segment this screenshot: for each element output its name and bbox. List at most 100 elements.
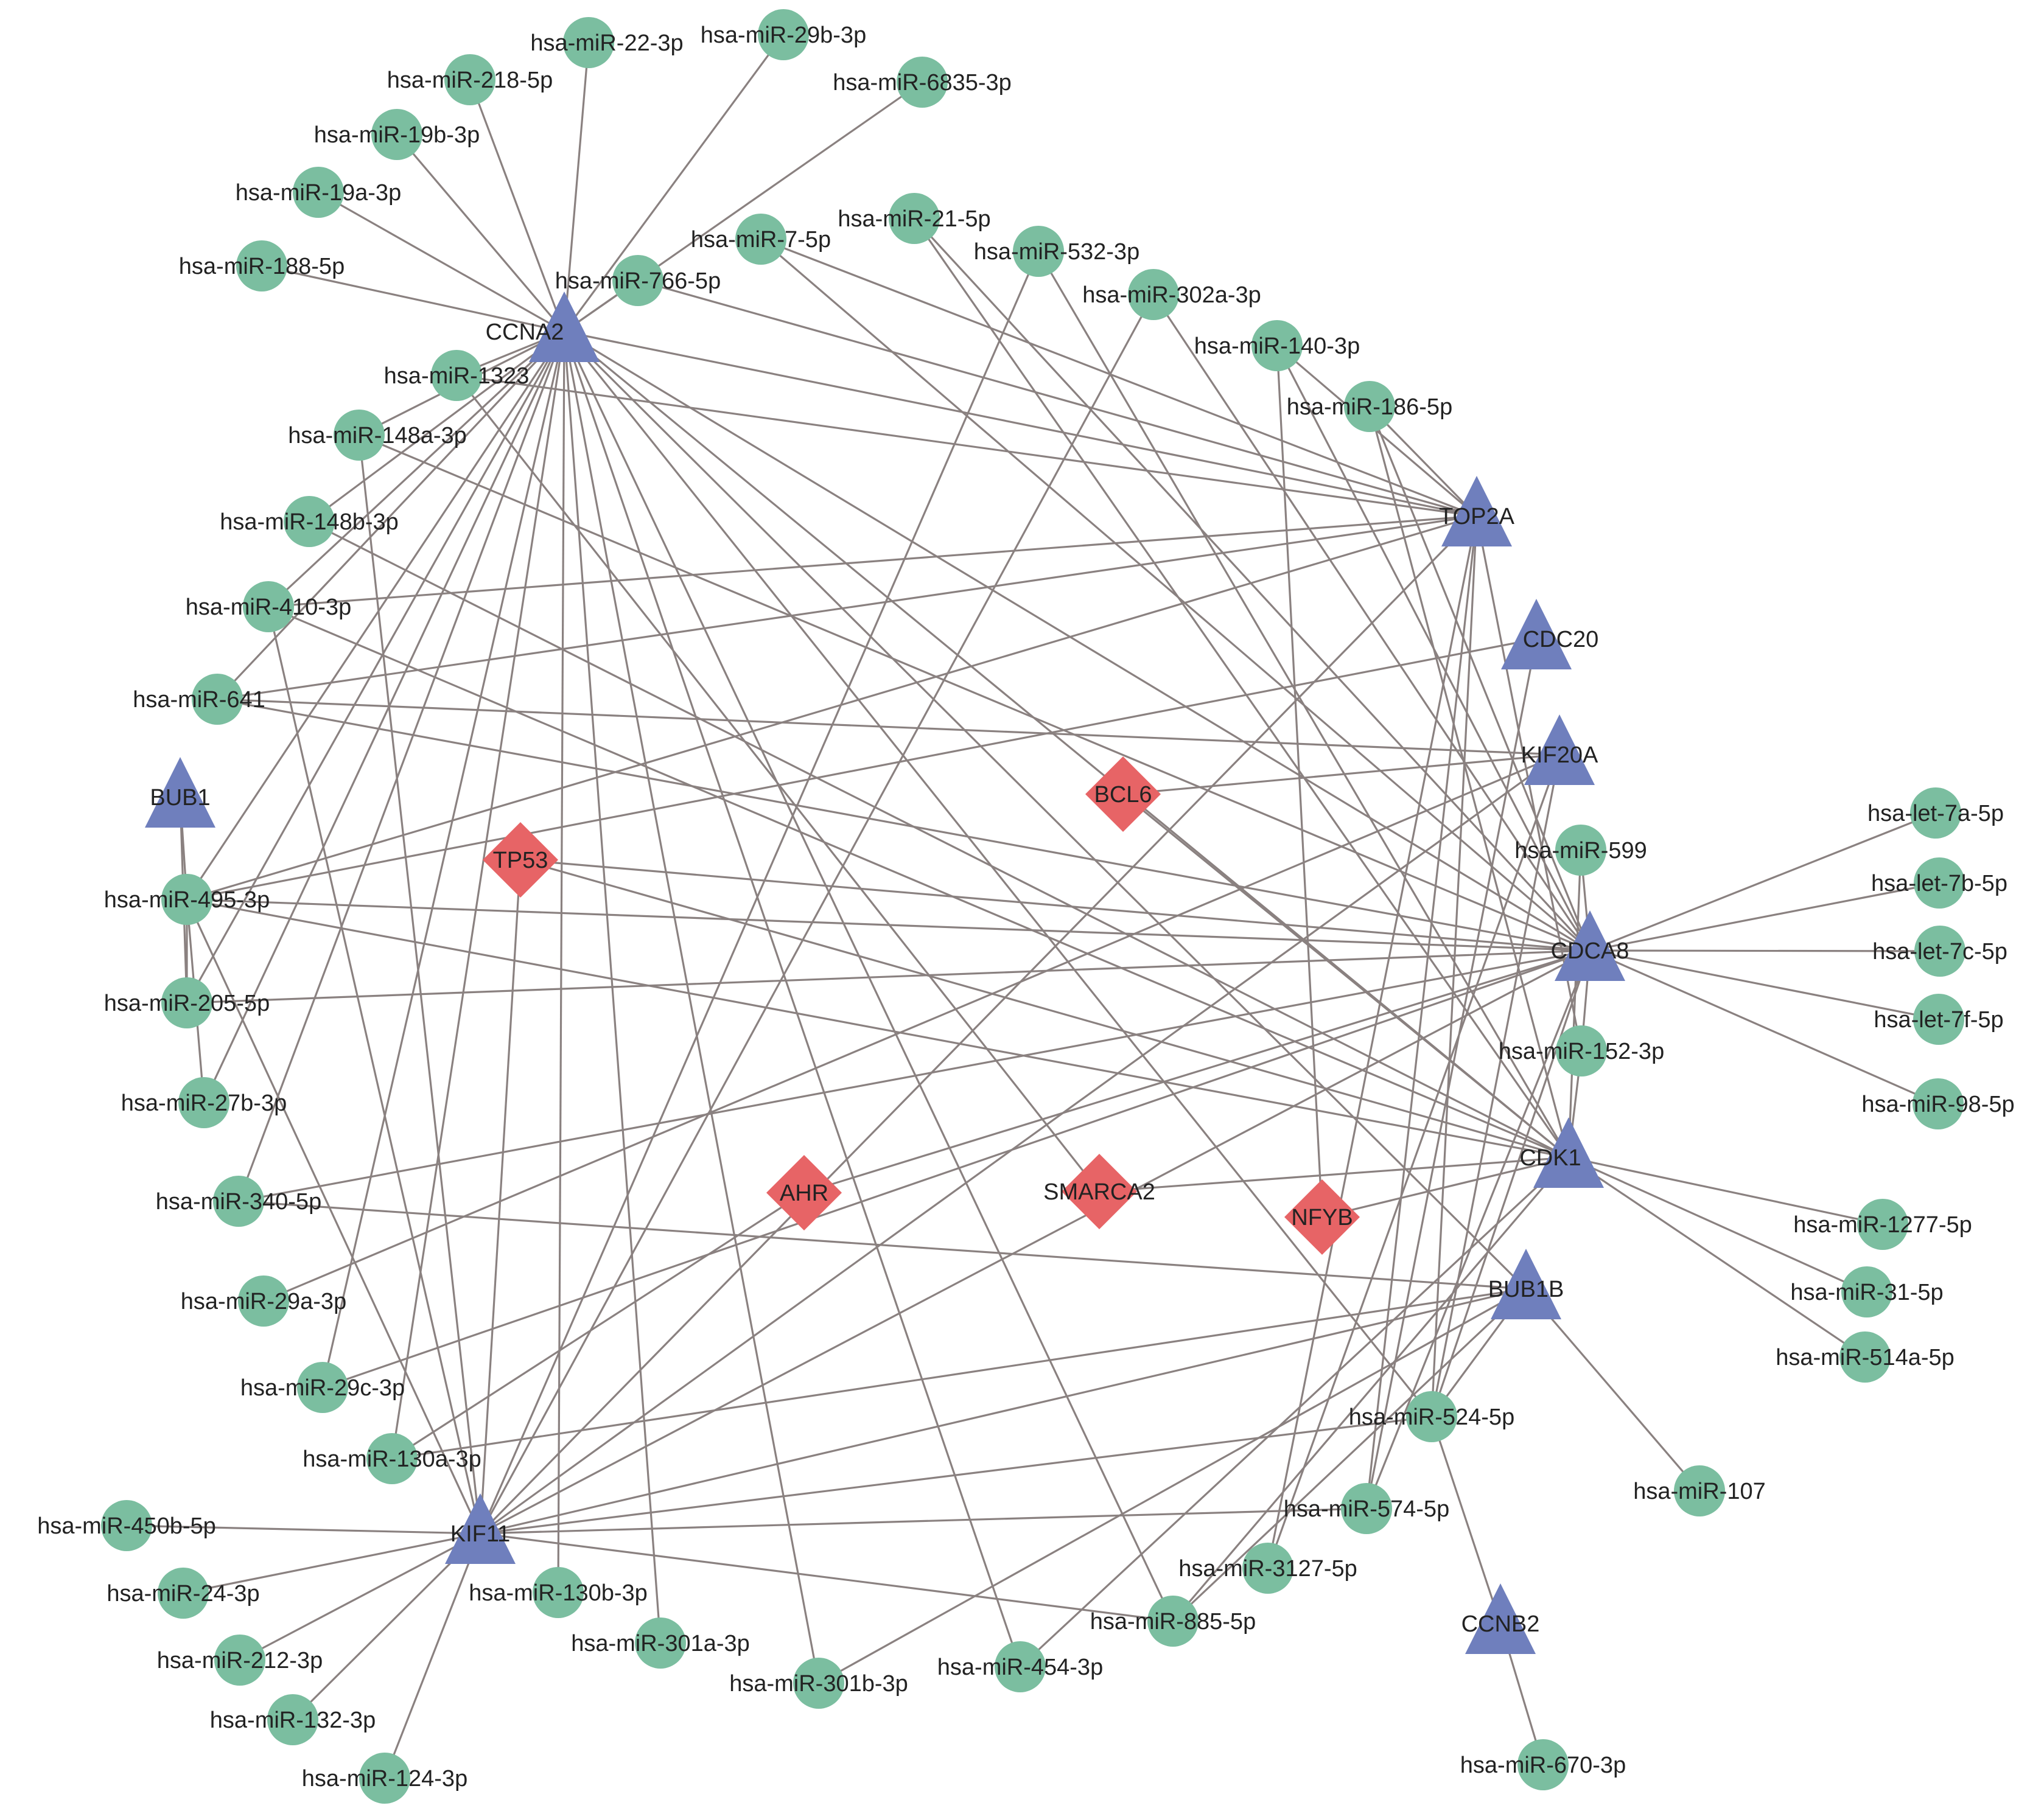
mirna-node-hsa-mir-29c-3p[interactable]: hsa-miR-29c-3p (240, 1362, 405, 1413)
mirna-node-hsa-mir-212-3p[interactable]: hsa-miR-212-3p (157, 1635, 323, 1686)
mirna-circle-shape (297, 1362, 348, 1413)
mirna-node-hsa-mir-7-5p[interactable]: hsa-miR-7-5p (691, 214, 831, 265)
mirna-node-hsa-mir-218-5p[interactable]: hsa-miR-218-5p (387, 54, 553, 105)
mirna-node-hsa-mir-186-5p[interactable]: hsa-miR-186-5p (1287, 381, 1452, 432)
mirna-circle-shape (238, 1275, 289, 1327)
mirna-node-hsa-mir-19b-3p[interactable]: hsa-miR-19b-3p (314, 109, 480, 160)
mirna-node-hsa-mir-140-3p[interactable]: hsa-miR-140-3p (1194, 320, 1360, 371)
mirna-node-hsa-mir-1323[interactable]: hsa-miR-1323 (384, 350, 530, 401)
node-label: hsa-let-7b-5p (1871, 871, 2007, 896)
gene-node-ccnb2[interactable]: CCNB2 (1461, 1583, 1540, 1654)
node-label: hsa-miR-148b-3p (220, 509, 399, 535)
node-label: hsa-miR-27b-3p (121, 1090, 287, 1116)
mirna-node-hsa-mir-148a-3p[interactable]: hsa-miR-148a-3p (288, 410, 467, 461)
node-label: BCL6 (1094, 782, 1152, 808)
node-label: hsa-miR-301b-3p (729, 1671, 908, 1697)
mirna-node-hsa-mir-641[interactable]: hsa-miR-641 (133, 674, 265, 725)
tf-node-ahr[interactable]: AHR (766, 1155, 842, 1230)
mirna-circle-shape (1555, 825, 1606, 876)
mirna-node-hsa-mir-130b-3p[interactable]: hsa-miR-130b-3p (469, 1567, 648, 1618)
mirna-node-hsa-mir-6835-3p[interactable]: hsa-miR-6835-3p (833, 57, 1012, 108)
gene-node-cdca8[interactable]: CDCA8 (1551, 910, 1629, 981)
mirna-node-hsa-mir-22-3p[interactable]: hsa-miR-22-3p (530, 17, 684, 68)
node-label: hsa-miR-130a-3p (303, 1446, 481, 1472)
gene-node-kif20a[interactable]: KIF20A (1521, 714, 1598, 785)
mirna-circle-shape (1914, 857, 1965, 909)
edge-kif11-hsa-mir-124-3p (383, 1533, 481, 1779)
tf-node-bcl6[interactable]: BCL6 (1085, 756, 1161, 832)
mirna-circle-shape (897, 57, 948, 108)
mirna-circle-shape (1910, 787, 1961, 839)
node-layer: hsa-miR-22-3p hsa-miR-29b-3p hsa-miR-218-5… (37, 9, 2015, 1804)
mirna-node-hsa-mir-450b-5p[interactable]: hsa-miR-450b-5p (37, 1500, 216, 1551)
mirna-node-hsa-mir-3127-5p[interactable]: hsa-miR-3127-5p (1178, 1543, 1357, 1594)
tf-node-smarca2[interactable]: SMARCA2 (1043, 1154, 1155, 1229)
gene-node-bub1b[interactable]: BUB1B (1488, 1249, 1564, 1319)
mirna-node-hsa-mir-19a-3p[interactable]: hsa-miR-19a-3p (236, 167, 401, 218)
tf-node-tp53[interactable]: TP53 (483, 822, 558, 898)
gene-triangle-shape (529, 291, 600, 362)
mirna-node-hsa-mir-188-5p[interactable]: hsa-miR-188-5p (179, 240, 345, 291)
mirna-node-hsa-mir-31-5p[interactable]: hsa-miR-31-5p (1790, 1266, 1944, 1317)
mirna-node-hsa-mir-340-5p[interactable]: hsa-miR-340-5p (156, 1176, 321, 1227)
mirna-node-hsa-mir-27b-3p[interactable]: hsa-miR-27b-3p (121, 1077, 287, 1128)
mirna-node-hsa-mir-599[interactable]: hsa-miR-599 (1514, 825, 1647, 876)
mirna-node-hsa-mir-98-5p[interactable]: hsa-miR-98-5p (1861, 1078, 2015, 1129)
mirna-circle-shape (359, 1753, 410, 1804)
gene-node-ccna2[interactable]: CCNA2 (486, 291, 600, 362)
mirna-node-hsa-mir-302a-3p[interactable]: hsa-miR-302a-3p (1082, 269, 1261, 320)
edge-ccna2-cdca8 (564, 330, 1591, 952)
mirna-node-hsa-mir-148b-3p[interactable]: hsa-miR-148b-3p (220, 496, 399, 547)
mirna-circle-shape (1147, 1596, 1199, 1647)
mirna-node-hsa-mir-124-3p[interactable]: hsa-miR-124-3p (302, 1753, 467, 1804)
edge-bub1b-hsa-mir-885-5p (1172, 1288, 1527, 1622)
mirna-node-hsa-mir-107[interactable]: hsa-miR-107 (1633, 1465, 1766, 1516)
mirna-circle-shape (758, 9, 809, 60)
node-label: hsa-miR-186-5p (1287, 394, 1452, 420)
mirna-node-hsa-mir-301b-3p[interactable]: hsa-miR-301b-3p (729, 1658, 908, 1709)
edge-smarca2-cdk1 (1099, 1156, 1569, 1193)
mirna-node-hsa-let-7f-5p[interactable]: hsa-let-7f-5p (1874, 994, 2004, 1045)
node-label: NFYB (1291, 1205, 1353, 1230)
mirna-node-hsa-mir-670-3p[interactable]: hsa-miR-670-3p (1460, 1739, 1626, 1790)
mirna-node-hsa-mir-205-5p[interactable]: hsa-miR-205-5p (104, 977, 270, 1028)
mirna-node-hsa-mir-130a-3p[interactable]: hsa-miR-130a-3p (303, 1433, 481, 1484)
edge-hsa-mir-148b-3p-cdk1 (309, 520, 1569, 1159)
tf-node-nfyb[interactable]: NFYB (1284, 1179, 1360, 1255)
mirna-circle-shape (371, 109, 422, 160)
mirna-node-hsa-mir-301a-3p[interactable]: hsa-miR-301a-3p (571, 1617, 750, 1669)
mirna-node-hsa-mir-532-3p[interactable]: hsa-miR-532-3p (974, 226, 1139, 277)
edge-hsa-mir-410-3p-cdk1 (268, 605, 1569, 1159)
edge-hsa-mir-186-5p-cdk1 (1368, 406, 1570, 1158)
mirna-node-hsa-let-7b-5p[interactable]: hsa-let-7b-5p (1871, 857, 2007, 909)
mirna-node-hsa-mir-29a-3p[interactable]: hsa-miR-29a-3p (181, 1275, 346, 1327)
node-label: hsa-miR-524-5p (1349, 1404, 1514, 1430)
gene-node-cdc20[interactable]: CDC20 (1501, 599, 1598, 669)
mirna-node-hsa-mir-132-3p[interactable]: hsa-miR-132-3p (210, 1694, 376, 1745)
node-label: CDC20 (1523, 627, 1599, 652)
mirna-node-hsa-mir-766-5p[interactable]: hsa-miR-766-5p (555, 255, 721, 306)
mirna-node-hsa-mir-495-3p[interactable]: hsa-miR-495-3p (104, 874, 270, 925)
mirna-node-hsa-mir-885-5p[interactable]: hsa-miR-885-5p (1090, 1596, 1256, 1647)
mirna-node-hsa-mir-29b-3p[interactable]: hsa-miR-29b-3p (701, 9, 866, 60)
mirna-node-hsa-mir-152-3p[interactable]: hsa-miR-152-3p (1499, 1025, 1664, 1076)
mirna-node-hsa-mir-410-3p[interactable]: hsa-miR-410-3p (186, 581, 351, 632)
mirna-circle-shape (293, 167, 344, 218)
mirna-node-hsa-mir-21-5p[interactable]: hsa-miR-21-5p (838, 193, 991, 244)
gene-triangle-shape (445, 1493, 516, 1564)
gene-node-top2a[interactable]: TOP2A (1439, 476, 1515, 546)
gene-node-kif11[interactable]: KIF11 (445, 1493, 516, 1564)
mirna-node-hsa-mir-514a-5p[interactable]: hsa-miR-514a-5p (1776, 1331, 1955, 1383)
mirna-circle-shape (101, 1500, 152, 1551)
mirna-node-hsa-mir-454-3p[interactable]: hsa-miR-454-3p (937, 1641, 1103, 1692)
gene-node-cdk1[interactable]: CDK1 (1519, 1117, 1604, 1188)
mirna-node-hsa-mir-574-5p[interactable]: hsa-miR-574-5p (1284, 1483, 1449, 1534)
mirna-node-hsa-mir-1277-5p[interactable]: hsa-miR-1277-5p (1793, 1199, 1972, 1250)
mirna-node-hsa-let-7a-5p[interactable]: hsa-let-7a-5p (1867, 787, 2004, 839)
edge-kif11-hsa-mir-450b-5p (126, 1524, 481, 1535)
mirna-node-hsa-let-7c-5p[interactable]: hsa-let-7c-5p (1872, 926, 2007, 977)
gene-node-bub1[interactable]: BUB1 (145, 757, 215, 828)
mirna-node-hsa-mir-24-3p[interactable]: hsa-miR-24-3p (107, 1568, 260, 1619)
mirna-node-hsa-mir-524-5p[interactable]: hsa-miR-524-5p (1349, 1391, 1514, 1442)
edge-ccna2-bub1b (563, 330, 1527, 1290)
